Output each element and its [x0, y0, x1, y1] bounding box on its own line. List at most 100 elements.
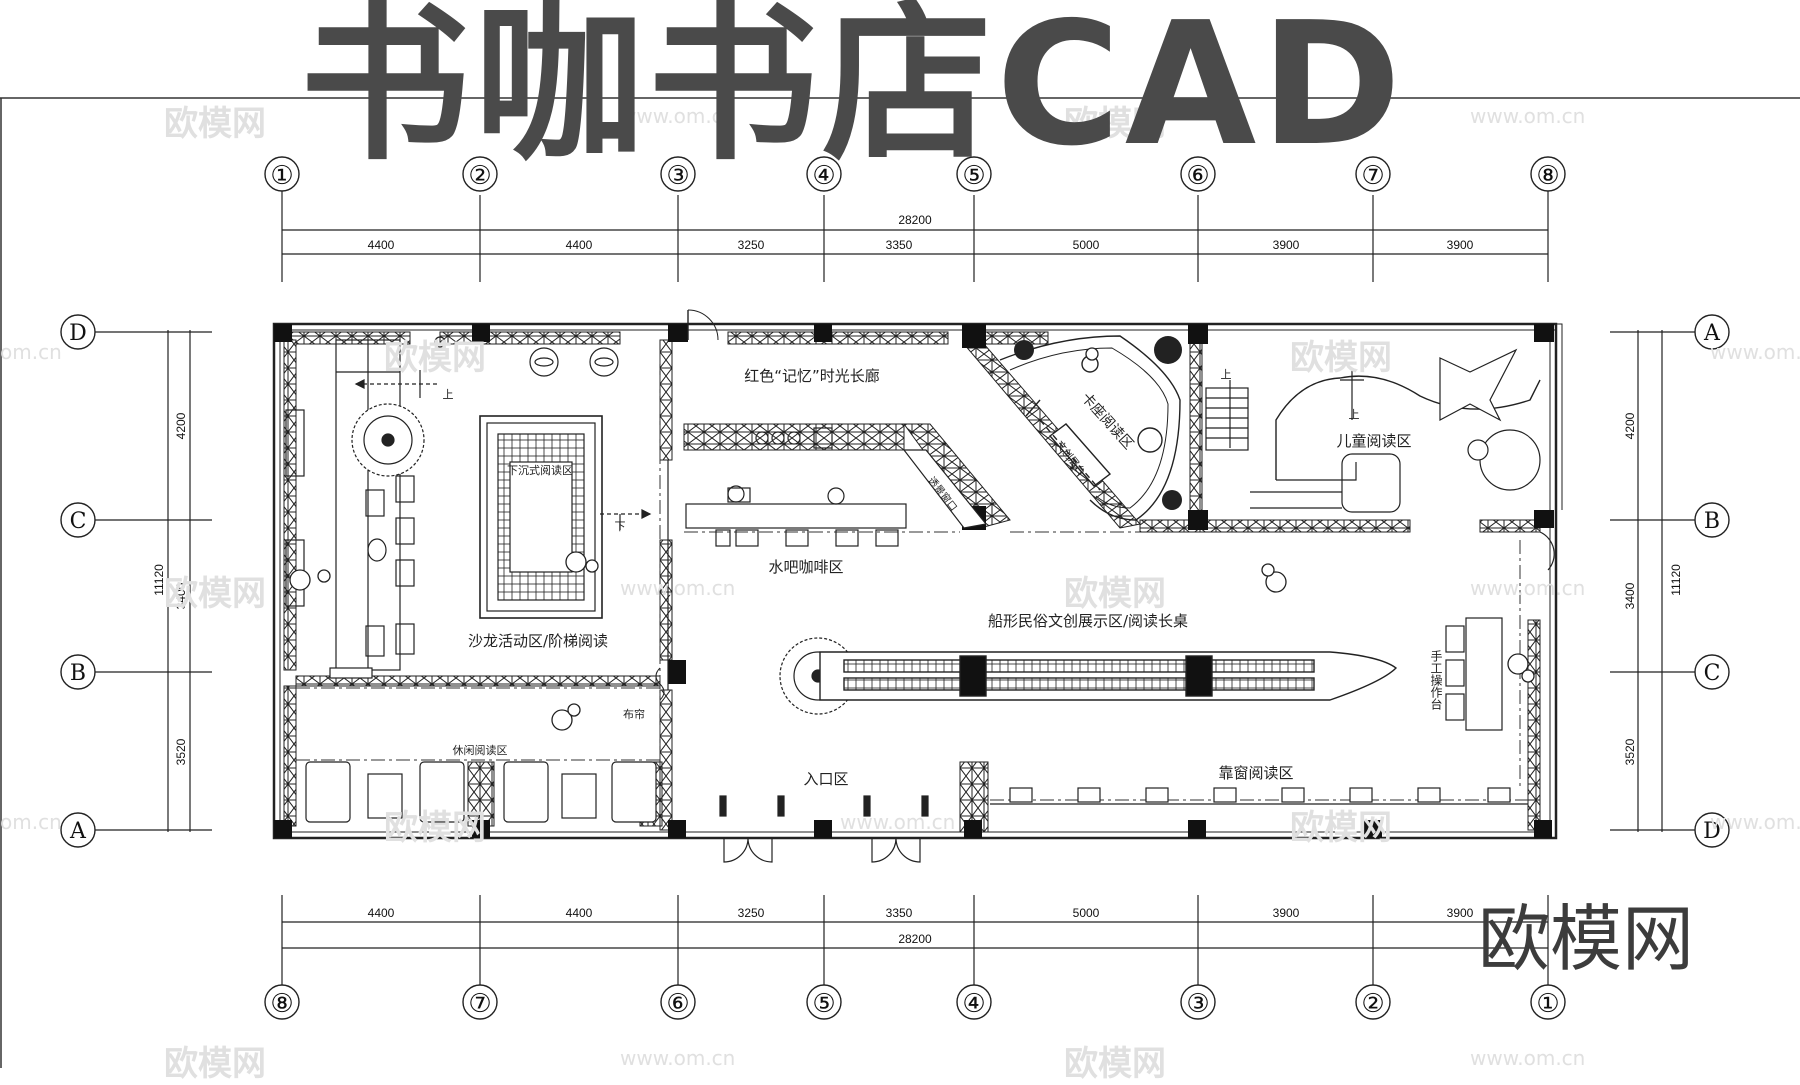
- axis-right-4: D: [1703, 819, 1721, 844]
- axis-labels: ① ② ③ ④ ⑤ ⑥ ⑦ ⑧ ⑧ ⑦ ⑥ ⑤ ④ ③ ② ①: [270, 161, 1559, 1019]
- axis-bubble: [60, 654, 96, 690]
- watermark-url: www.om.cn: [620, 576, 736, 600]
- watermark-url: www.om.cn: [1470, 576, 1586, 600]
- axis-bubble: [60, 502, 96, 538]
- axis-bubble: [1694, 812, 1730, 848]
- label-up: 上: [443, 388, 454, 401]
- label-water-bar: 水吧咖啡区: [768, 558, 843, 576]
- axis-bubble: [1355, 984, 1391, 1020]
- axis-bubble: [1694, 502, 1730, 538]
- axis-bottom-3: ⑥: [666, 989, 689, 1019]
- watermark-logo: 欧模网: [1290, 808, 1392, 848]
- axis-bottom-5: ④: [962, 989, 985, 1019]
- label-curtain: 布帘: [623, 707, 645, 721]
- page-frame: [0, 97, 1800, 1068]
- dim-bottom-5: 5000: [1073, 906, 1100, 920]
- label-up: 上: [1221, 368, 1232, 381]
- dimension-left: [80, 330, 212, 832]
- handcraft-table: [1445, 617, 1503, 731]
- dimension-labels-vertical: 11120 4200 3400 3520 4200 3400 3520 1112…: [152, 412, 1683, 765]
- dimension-labels: 28200 4400 4400 3250 3350 5000 3900 3900…: [368, 213, 1474, 946]
- watermark-logo: 欧模网: [1064, 104, 1166, 144]
- axis-bubble: [1180, 156, 1216, 192]
- axis-bubble: [660, 984, 696, 1020]
- dim-left-total: 11120: [152, 564, 166, 596]
- label-down: 下: [615, 520, 626, 533]
- watermark-domain: om.cn: [0, 810, 62, 834]
- label-sunken: 下沉式阅读区: [507, 463, 573, 477]
- axis-left-4: A: [69, 819, 87, 844]
- children-area: [1205, 348, 1555, 571]
- axis-bottom-1: ⑧: [270, 989, 293, 1019]
- axis-bubble: [660, 156, 696, 192]
- axis-bubble: [806, 984, 842, 1020]
- axis-left-1: D: [69, 321, 87, 346]
- axis-bubble: [1530, 984, 1566, 1020]
- dim-right-total: 11120: [1669, 564, 1683, 596]
- label-leisure: 休闲阅读区: [453, 743, 508, 757]
- dim-bottom-2: 4400: [566, 906, 593, 920]
- axis-left-2: C: [70, 509, 87, 534]
- watermark-url: www.om.cn: [1470, 104, 1586, 128]
- dimension-right: [1610, 330, 1700, 832]
- page-title: 书咖书店CAD: [300, 0, 1406, 184]
- watermark-logo: 欧模网: [164, 1044, 266, 1084]
- watermark-logo: 欧模网: [164, 574, 266, 614]
- label-handcraft: 手工操作台: [1429, 650, 1443, 710]
- dim-top-2: 4400: [566, 238, 593, 252]
- axis-bubble: [264, 984, 300, 1020]
- dim-bottom-7: 3900: [1447, 906, 1474, 920]
- entrance: [719, 795, 929, 863]
- label-entrance: 入口区: [803, 770, 848, 788]
- axis-bubble: [1694, 314, 1730, 350]
- dim-top-7: 3900: [1447, 238, 1474, 252]
- building-outline: [272, 322, 1563, 840]
- axis-bottom-6: ③: [1186, 989, 1209, 1019]
- watermark-logo: 欧模网: [1064, 574, 1166, 614]
- dim-bottom-4: 3350: [886, 906, 913, 920]
- dim-bottom-3: 3250: [738, 906, 765, 920]
- label-window-reading: 靠窗阅读区: [1218, 764, 1293, 782]
- cafe-tables-salon: [529, 347, 619, 377]
- dim-left-2: 3400: [174, 582, 188, 609]
- watermark-logo: 欧模网: [384, 808, 486, 848]
- dim-left-1: 4200: [174, 412, 188, 439]
- axis-bubble: [60, 812, 96, 848]
- dim-top-3: 3250: [738, 238, 765, 252]
- axis-bubble: [462, 156, 498, 192]
- axis-bubble: [956, 984, 992, 1020]
- dim-top-1: 4400: [368, 238, 395, 252]
- axis-top-2: ②: [468, 161, 491, 191]
- axis-bubble: [1355, 156, 1391, 192]
- axis-top-4: ④: [812, 161, 835, 191]
- axis-right-1: A: [1703, 321, 1721, 346]
- structural-columns: [274, 324, 1554, 838]
- axis-bottom-2: ⑦: [468, 989, 491, 1019]
- watermark-url: www.om.cn: [1710, 810, 1800, 834]
- salon-area: [285, 336, 652, 679]
- label-boat: 船形民俗文创展示区/阅读长桌: [988, 612, 1188, 630]
- watermark-url: www.om.cn: [840, 810, 956, 834]
- axis-bubble: [1180, 984, 1216, 1020]
- tree-icon: [351, 403, 425, 477]
- plant-icon: [1014, 336, 1182, 510]
- axis-bubble: [462, 984, 498, 1020]
- axis-bubble: [806, 156, 842, 192]
- axis-bubbles: [60, 156, 1730, 1020]
- axis-top-1: ①: [270, 161, 293, 191]
- axis-bottom-4: ⑤: [812, 989, 835, 1019]
- person-icon: [289, 347, 1535, 731]
- dim-top-6: 3900: [1273, 238, 1300, 252]
- watermark-domain: om.cn: [0, 340, 62, 364]
- axis-top-6: ⑥: [1186, 161, 1209, 191]
- dim-total-bottom: 28200: [898, 932, 932, 946]
- dim-right-1: 4200: [1623, 412, 1637, 439]
- axis-bottom-7: ②: [1361, 989, 1384, 1019]
- dim-left-3: 3520: [174, 738, 188, 765]
- brand-logo-text: 欧模网: [1478, 897, 1695, 981]
- axis-bubble: [956, 156, 992, 192]
- dim-top-5: 5000: [1073, 238, 1100, 252]
- dim-right-2: 3400: [1623, 582, 1637, 609]
- axis-bubble: [1694, 654, 1730, 690]
- card-seat-area: [999, 335, 1181, 521]
